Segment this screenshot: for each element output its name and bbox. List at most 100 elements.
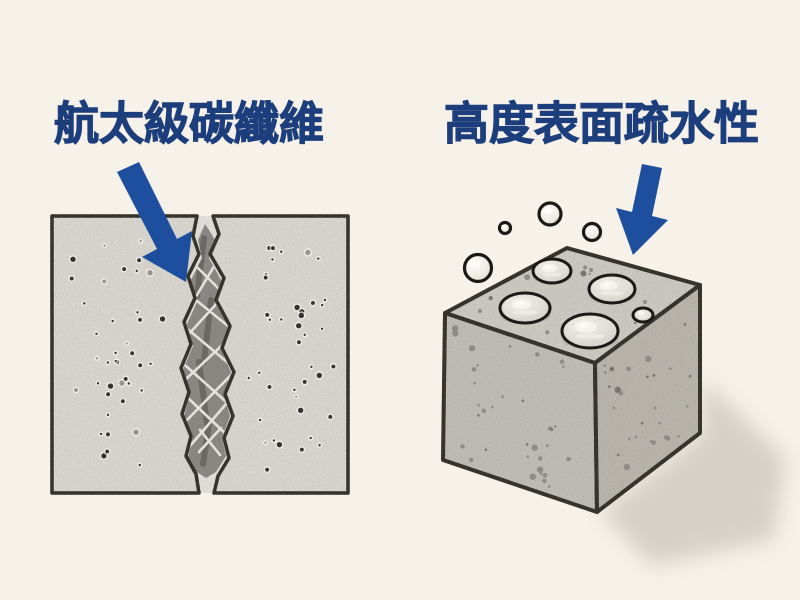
- cube-right-face: [593, 283, 702, 514]
- droplet-glint: [544, 265, 552, 269]
- speckle-dot: [305, 249, 311, 256]
- speckle-dot: [476, 363, 479, 367]
- speckle-dot: [566, 456, 571, 462]
- speckle-dot: [685, 405, 689, 408]
- speckle-dot: [529, 473, 536, 480]
- water-droplets: [498, 257, 655, 350]
- speckle-dot: [105, 449, 110, 454]
- speckle-dot: [137, 258, 142, 263]
- water-droplet: [587, 273, 637, 305]
- speckle-dot: [74, 388, 78, 392]
- speckle-dot: [107, 383, 114, 389]
- speckle-dot: [669, 367, 672, 370]
- speckle-dot: [309, 436, 312, 440]
- speckle-dot: [542, 473, 548, 478]
- speckle-dot: [451, 325, 459, 332]
- speckle-dot: [106, 413, 110, 417]
- water-droplet: [531, 257, 573, 285]
- speckle-dot: [331, 364, 336, 369]
- speckle-dot: [294, 395, 298, 398]
- speckle-dot: [452, 330, 459, 337]
- speckle-dot: [119, 380, 125, 386]
- speckle-dot: [640, 421, 644, 425]
- speckle-dot: [628, 437, 631, 441]
- speckle-dot: [296, 340, 301, 345]
- speckle-dot: [536, 466, 544, 473]
- speckle-dot: [130, 351, 135, 356]
- speckle-dot: [106, 361, 110, 364]
- speckle-dot: [582, 265, 588, 270]
- bubble-highlight: [586, 227, 594, 233]
- speckle-dot: [526, 455, 530, 459]
- speckle-dot: [521, 399, 525, 402]
- speckle-dot: [588, 272, 591, 276]
- speckle-dot: [95, 332, 98, 336]
- speckle-dot: [677, 435, 680, 438]
- speckle-dot: [280, 250, 283, 253]
- speckle-dot: [550, 428, 554, 431]
- speckle-dot: [135, 269, 138, 273]
- speckle-dot: [612, 406, 616, 410]
- speckle-dot: [294, 304, 300, 311]
- speckle-dot: [525, 443, 529, 446]
- speckle-dot: [95, 357, 99, 360]
- speckle-dot: [303, 333, 306, 336]
- speckle-dot: [652, 374, 656, 377]
- speckle-dot: [603, 371, 607, 374]
- speckle-dot: [317, 257, 320, 260]
- speckle-dot: [138, 363, 143, 368]
- speckle-dot: [658, 421, 662, 425]
- speckle-dot: [481, 408, 487, 414]
- speckle-dot: [537, 456, 543, 461]
- speckle-dot: [531, 444, 538, 451]
- speckle-dot: [688, 374, 692, 378]
- droplet-glint: [578, 323, 589, 329]
- speckle-dot: [618, 391, 624, 396]
- speckle-dot: [140, 389, 143, 392]
- speckle-dot: [468, 457, 474, 463]
- speckle-dot: [293, 388, 296, 392]
- speckle-dot: [318, 444, 321, 447]
- droplet-glint: [639, 311, 643, 314]
- speckle-dot: [114, 351, 117, 355]
- droplet-streak: [542, 272, 562, 277]
- speckle-dot: [626, 366, 631, 372]
- speckles-cube-top: [477, 265, 648, 335]
- speckle-dot: [271, 246, 275, 251]
- speckle-dot: [683, 323, 687, 326]
- speckle-dot: [310, 301, 315, 305]
- speckle-dot: [665, 436, 671, 441]
- speckle-dot: [609, 366, 615, 372]
- speckle-dot: [69, 276, 74, 281]
- hydrophobic-cube-panel: [441, 164, 786, 566]
- speckle-dot: [633, 321, 637, 325]
- speckle-dot: [96, 382, 100, 385]
- bubble-body: [497, 220, 513, 236]
- speckle-dot: [103, 244, 106, 247]
- speckle-dot: [123, 376, 128, 381]
- speckle-dot: [310, 365, 313, 369]
- label-hydrophobicity: 高度表面疏水性: [443, 98, 760, 149]
- speckle-dot: [122, 267, 127, 272]
- droplet-glint: [515, 300, 524, 306]
- water-droplet: [631, 306, 655, 324]
- speckle-dot: [546, 444, 549, 448]
- speckle-dot: [614, 387, 617, 391]
- speckle-dot: [545, 330, 550, 335]
- speckle-dot: [102, 279, 107, 284]
- speckle-dot: [139, 239, 142, 243]
- cube-shadow: [600, 378, 786, 566]
- speckle-dot: [111, 319, 114, 323]
- speckle-dot: [491, 405, 494, 409]
- speckle-dot: [645, 355, 652, 363]
- speckle-dot: [328, 414, 333, 419]
- speckle-dot: [263, 275, 268, 280]
- speckle-dot: [642, 299, 648, 305]
- down-left-arrow-icon: [616, 164, 668, 255]
- concrete-block-left-half: [50, 214, 201, 495]
- concrete-block-right-half: [208, 214, 350, 495]
- speckle-dot: [562, 365, 565, 368]
- speckle-dot: [299, 447, 304, 452]
- speckle-dot: [580, 270, 587, 277]
- speckle-dot: [650, 439, 653, 443]
